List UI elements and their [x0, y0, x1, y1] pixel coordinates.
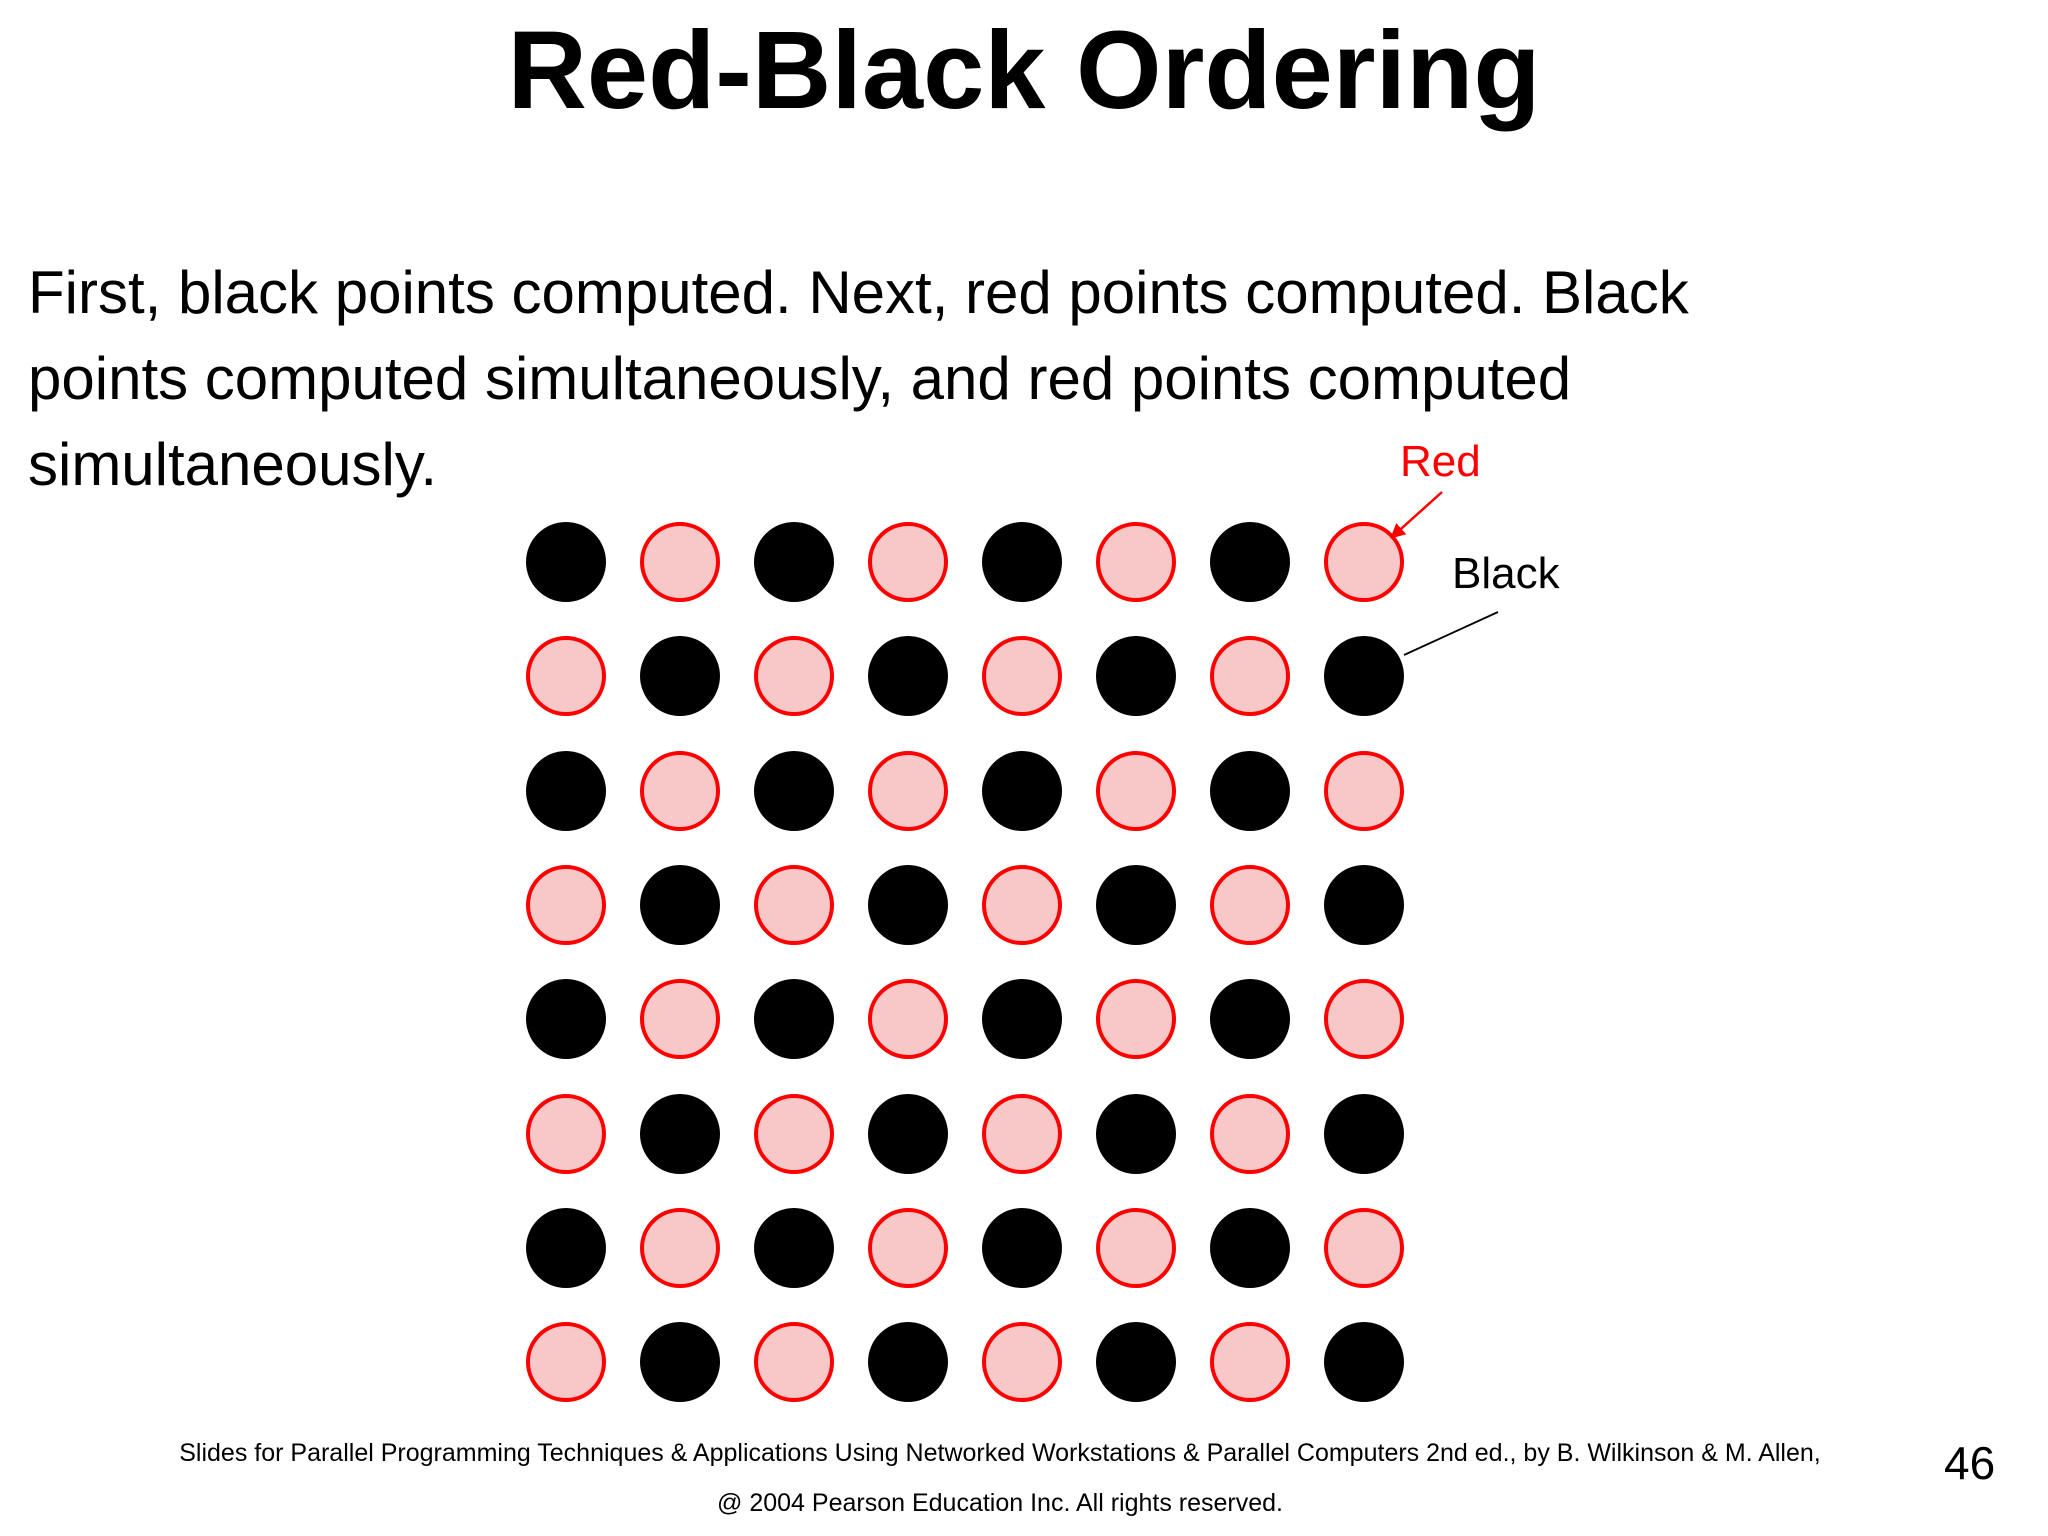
grid-point-black: [982, 1207, 1062, 1288]
grid-point-black: [982, 522, 1062, 602]
grid-point-black: [640, 636, 720, 717]
grid-point-red: [982, 864, 1062, 945]
grid-point-red: [640, 522, 720, 602]
body-line: points computed simultaneously, and red …: [28, 345, 1572, 412]
grid-point-black: [1096, 1322, 1176, 1403]
grid-point-black: [1324, 636, 1404, 717]
grid-point-black: [754, 750, 834, 831]
grid-point-black: [1210, 522, 1290, 602]
grid-point-black: [526, 979, 606, 1060]
grid-point-red: [754, 636, 834, 717]
grid-point-black: [640, 1093, 720, 1174]
grid-point-red: [868, 979, 948, 1060]
grid-point-red: [1096, 522, 1176, 602]
grid-point-red: [526, 1093, 606, 1174]
grid-point-red: [1210, 636, 1290, 717]
grid-point-black: [1210, 979, 1290, 1060]
grid-point-red: [640, 1207, 720, 1288]
page-number: 46: [1944, 1437, 1996, 1489]
grid-point-red: [982, 1322, 1062, 1403]
grid-point-black: [1096, 1093, 1176, 1174]
grid-point-black: [868, 636, 948, 717]
grid-point-red: [1210, 1322, 1290, 1403]
grid-point-black: [1324, 1093, 1404, 1174]
grid-point-red: [1210, 1093, 1290, 1174]
grid-point-black: [526, 522, 606, 602]
grid-point-black: [982, 979, 1062, 1060]
legend-label-black: Black: [1452, 549, 1560, 598]
grid-point-black: [526, 750, 606, 831]
footer-copyright: @ 2004 Pearson Education Inc. All rights…: [717, 1489, 1283, 1517]
grid-point-red: [1324, 1207, 1404, 1288]
body-line: First, black points computed. Next, red …: [28, 259, 1689, 326]
grid-point-red: [754, 864, 834, 945]
grid-point-red: [640, 750, 720, 831]
grid-point-red: [1096, 750, 1176, 831]
grid-point-black: [868, 1093, 948, 1174]
grid-point-red: [868, 1207, 948, 1288]
grid-point-red: [754, 1093, 834, 1174]
grid-point-black: [640, 1322, 720, 1403]
grid-point-red: [526, 864, 606, 945]
grid-point-red: [982, 636, 1062, 717]
grid-point-red: [754, 1322, 834, 1403]
grid-point-red: [868, 750, 948, 831]
grid-point-black: [1096, 636, 1176, 717]
grid-point-red: [1210, 864, 1290, 945]
grid-point-red: [1096, 1207, 1176, 1288]
grid-point-black: [1096, 864, 1176, 945]
grid-point-red: [640, 979, 720, 1060]
grid-point-red: [526, 1322, 606, 1403]
grid-point-black: [1210, 750, 1290, 831]
grid-point-red: [1324, 522, 1404, 602]
grid-point-red: [526, 636, 606, 717]
grid-point-black: [754, 522, 834, 602]
grid-point-red: [1324, 979, 1404, 1060]
grid-point-red: [868, 522, 948, 602]
grid-point-black: [1324, 1322, 1404, 1403]
grid-point-black: [640, 864, 720, 945]
grid-point-black: [982, 750, 1062, 831]
grid-point-black: [754, 1207, 834, 1288]
grid-point-red: [982, 1093, 1062, 1174]
footer-citation: Slides for Parallel Programming Techniqu…: [179, 1439, 1821, 1467]
body-text: First, black points computed. Next, red …: [28, 250, 1689, 508]
slide-title: Red-Black Ordering: [507, 9, 1541, 132]
grid-point-black: [526, 1207, 606, 1288]
body-line: simultaneously.: [28, 431, 438, 498]
grid-point-black: [1210, 1207, 1290, 1288]
grid-point-black: [1324, 864, 1404, 945]
grid-point-black: [868, 1322, 948, 1403]
grid-point-red: [1324, 750, 1404, 831]
grid-point-black: [754, 979, 834, 1060]
legend-label-red: Red: [1400, 437, 1481, 486]
grid-point-red: [1096, 979, 1176, 1060]
grid-point-black: [868, 864, 948, 945]
